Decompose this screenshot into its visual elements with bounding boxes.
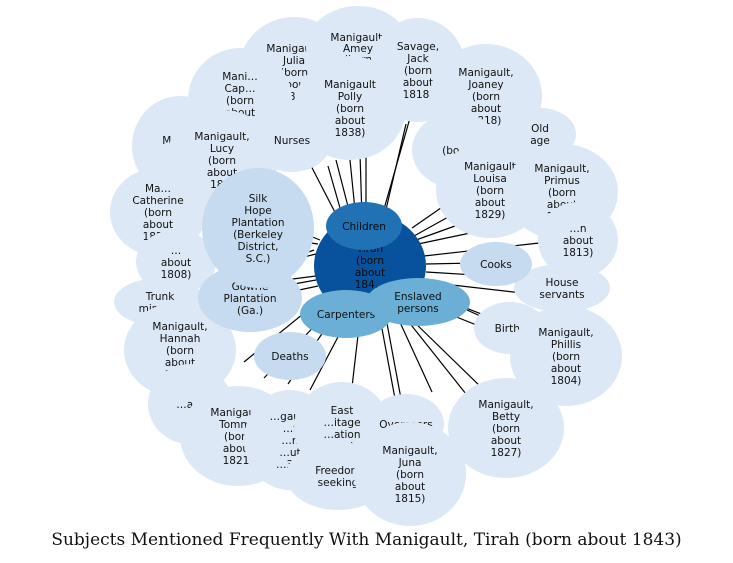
node-circle	[136, 230, 216, 294]
edge-35	[403, 315, 467, 395]
node-circle	[448, 378, 564, 478]
edge-34	[397, 317, 433, 393]
node-label: Deaths	[271, 351, 308, 363]
node-label: Children	[342, 221, 386, 233]
node-juna[interactable]: Manigault, Juna (born about 1815)Manigau…	[354, 422, 466, 526]
node-circle	[326, 202, 402, 250]
subject-diagram: Manigault, Julia (born about 18…Manigaul…	[110, 6, 622, 526]
node-circle	[538, 202, 618, 278]
node-circle	[254, 332, 326, 380]
edge-36	[409, 317, 485, 391]
node-label: Nurses	[274, 135, 310, 147]
node-phillis[interactable]: Manigault, Phillis (born about 1804)Mani…	[510, 306, 622, 406]
edge-32	[379, 317, 397, 405]
node-circle	[510, 306, 622, 406]
nodes: Manigault, Julia (born about 18…Manigaul…	[110, 6, 622, 526]
node-children[interactable]: ChildrenChildren	[326, 202, 402, 250]
edge-2	[383, 123, 407, 219]
node-deaths[interactable]: DeathsDeaths	[254, 332, 326, 380]
node-label: Tirah(bornabout184…	[355, 243, 386, 291]
node-circle	[460, 242, 532, 286]
figure-caption: Subjects Mentioned Frequently With Manig…	[51, 530, 682, 550]
node-label: Cooks	[480, 259, 512, 271]
node-circle	[514, 264, 610, 312]
node-circle	[354, 422, 466, 526]
node-label: Carpenters	[317, 309, 375, 321]
node-circle	[202, 168, 314, 288]
node-circle	[366, 278, 470, 326]
node-cooks[interactable]: CooksCooks	[460, 242, 532, 286]
edge-33	[385, 317, 403, 405]
node-betty[interactable]: Manigault, Betty (born about 1827)Maniga…	[448, 378, 564, 478]
node-silk[interactable]: Silk Hope Plantation (Berkeley District,…	[202, 168, 314, 288]
